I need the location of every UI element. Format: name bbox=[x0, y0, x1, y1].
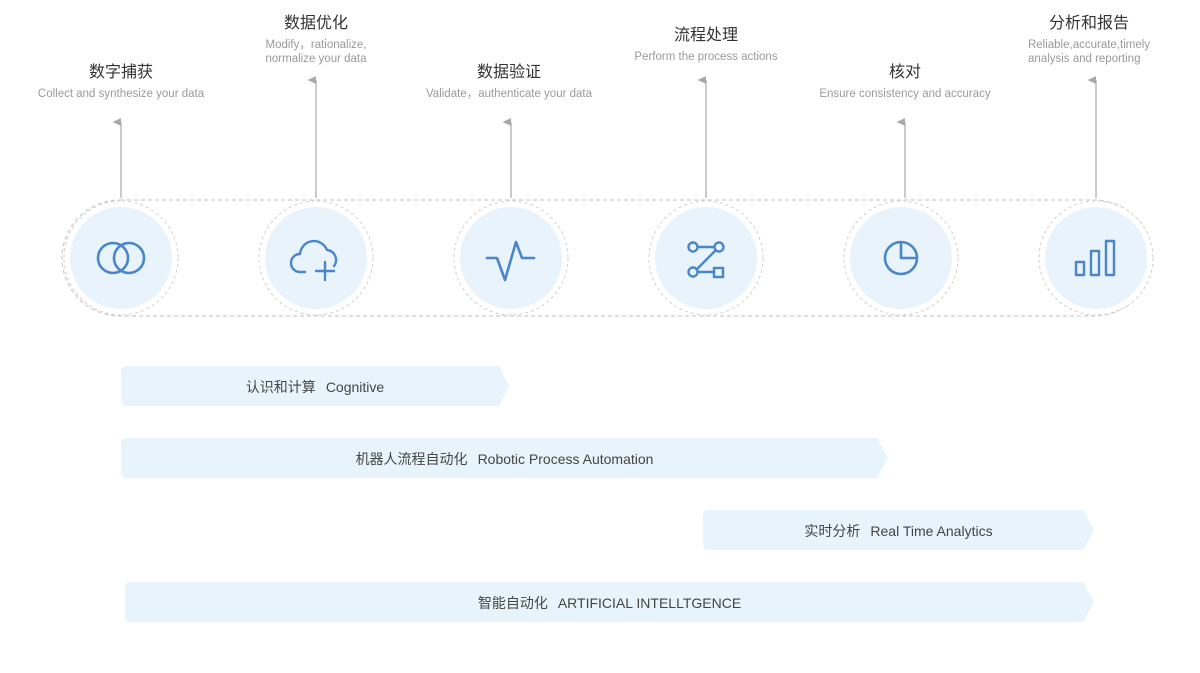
step-desc: Modify，rationalize, normalize your data bbox=[265, 39, 367, 65]
bar-ai: 智能自动化 ARTIFICIAL INTELLTGENCE bbox=[125, 593, 1094, 613]
bar-shape-rpa bbox=[121, 438, 888, 478]
pie-chart-icon bbox=[883, 240, 919, 276]
step-1: 数字捕获 Collect and synthesize your data bbox=[11, 63, 231, 101]
pulse-icon bbox=[485, 240, 536, 282]
bar-label-zh: 机器人流程自动化 bbox=[355, 451, 468, 467]
bar-label-zh: 认识和计算 bbox=[245, 379, 316, 395]
step-desc: Collect and synthesize your data bbox=[37, 88, 205, 100]
step-desc: Ensure consistency and accuracy bbox=[819, 88, 991, 100]
step-2: 数据优化 Modify，rationalize, normalize your … bbox=[206, 14, 426, 67]
step-node-6 bbox=[1038, 200, 1154, 316]
step-4: 流程处理 Perform the process actions bbox=[596, 26, 816, 64]
bar-label-zh: 智能自动化 bbox=[477, 595, 548, 611]
step-title: 流程处理 bbox=[673, 27, 738, 44]
step-5: 核对 Ensure consistency and accuracy bbox=[795, 63, 1015, 101]
bar-shape-realtime bbox=[703, 510, 1094, 550]
step-desc: Reliable,accurate,timely analysis and re… bbox=[1027, 39, 1151, 65]
step-arrows bbox=[112, 76, 1097, 198]
step-desc: Validate，authenticate your data bbox=[425, 88, 592, 100]
step-6: 分析和报告 Reliable,accurate,timely analysis … bbox=[989, 14, 1189, 67]
bar-shape-ai bbox=[125, 582, 1094, 622]
step-3: 数据验证 Validate，authenticate your data bbox=[399, 63, 619, 101]
step-node-3 bbox=[453, 200, 569, 316]
bar-cognitive: 认识和计算 Cognitive bbox=[121, 377, 509, 397]
bar-label-en: Real Time Analytics bbox=[870, 523, 993, 539]
workflow-icon bbox=[687, 241, 725, 279]
bar-label-en: ARTIFICIAL INTELLTGENCE bbox=[557, 595, 742, 611]
step-title: 数据优化 bbox=[283, 15, 348, 32]
overlapping-circles-icon bbox=[96, 241, 146, 275]
step-node-1 bbox=[63, 200, 179, 316]
bar-label-en: Cognitive bbox=[325, 379, 385, 395]
step-node-2 bbox=[258, 200, 374, 316]
step-node-4 bbox=[648, 200, 764, 316]
bar-realtime: 实时分析 Real Time Analytics bbox=[703, 521, 1094, 541]
bar-shape-cognitive bbox=[121, 366, 509, 406]
bar-chart-icon bbox=[1074, 239, 1116, 277]
step-title: 数据验证 bbox=[476, 64, 541, 81]
step-desc: Perform the process actions bbox=[634, 51, 778, 63]
bar-label-en: Robotic Process Automation bbox=[477, 451, 654, 467]
cloud-plus-icon bbox=[289, 239, 338, 282]
step-title: 分析和报告 bbox=[1048, 15, 1129, 32]
bar-rpa: 机器人流程自动化 Robotic Process Automation bbox=[121, 449, 888, 469]
dashed-track bbox=[61, 199, 1153, 317]
step-title: 核对 bbox=[888, 64, 921, 81]
step-node-5 bbox=[843, 200, 959, 316]
step-title: 数字捕获 bbox=[88, 64, 153, 81]
bar-label-zh: 实时分析 bbox=[804, 523, 861, 539]
